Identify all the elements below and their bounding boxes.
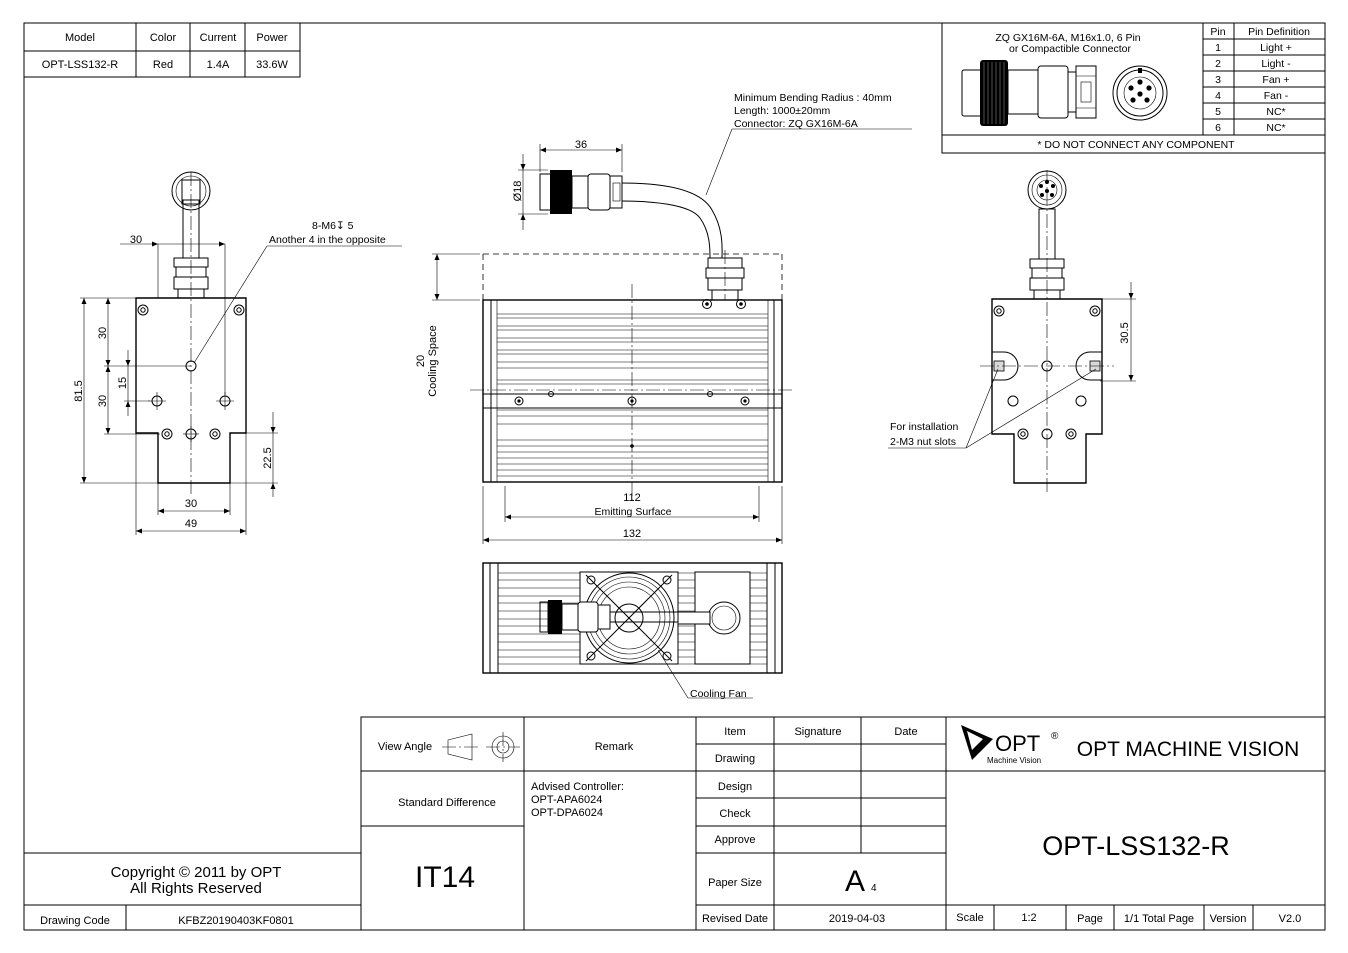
spec-value-color: Red <box>153 59 173 71</box>
dim-49: 49 <box>185 518 197 530</box>
scale-label: Scale <box>956 912 984 924</box>
connector-title-line1: ZQ GX16M-6A, M16x1.0, 6 Pin <box>995 32 1140 44</box>
title-block: Copyright © 2011 by OPT All Rights Reser… <box>24 716 1326 931</box>
drawing-code-label: Drawing Code <box>40 915 110 927</box>
dim-132: 132 <box>623 528 641 540</box>
drawing-code-value: KFBZ20190403KF0801 <box>178 915 294 927</box>
page-label: Page <box>1077 913 1103 925</box>
pin-definition: Fan + <box>1262 74 1289 86</box>
pin-number: 3 <box>1215 74 1221 86</box>
dim-81-5: 81.5 <box>73 380 85 401</box>
spec-header-model: Model <box>65 32 95 44</box>
advised-controller-2: OPT-DPA6024 <box>531 807 603 819</box>
pin-definition: NC* <box>1266 106 1285 118</box>
tolerance-grade: IT14 <box>415 861 475 894</box>
emitting-surface-label: Emitting Surface <box>594 506 671 518</box>
spec-value-model: OPT-LSS132-R <box>42 59 118 71</box>
opposite-note: Another 4 in the opposite <box>269 234 386 246</box>
spec-header-current: Current <box>200 32 237 44</box>
paper-size-letter: A <box>845 865 865 898</box>
pin-number: 5 <box>1215 106 1221 118</box>
connector-side-illustration <box>961 60 1097 126</box>
page-value: 1/1 Total Page <box>1124 913 1194 925</box>
pin-definition: NC* <box>1266 122 1285 134</box>
pin-number: 2 <box>1215 58 1221 70</box>
bottom-view: Cooling Fan <box>482 562 783 700</box>
date-header: Date <box>894 726 917 738</box>
pin-number: 6 <box>1215 122 1221 134</box>
drawing-row-label: Drawing <box>715 753 755 765</box>
install-note-line1: For installation <box>890 421 958 433</box>
paper-size-label: Paper Size <box>708 877 762 889</box>
spec-header-power: Power <box>256 32 288 44</box>
pin-number: 1 <box>1215 42 1221 54</box>
company-name: OPT MACHINE VISION <box>1077 738 1299 761</box>
front-view: 36 Ø18 20 Cooling Space <box>415 139 794 544</box>
pin-definition: Light - <box>1261 58 1291 70</box>
opt-logo: OPT ® Machine Vision <box>961 725 1059 765</box>
install-note-line2: 2-M3 nut slots <box>890 436 956 448</box>
dim-30-5: 30.5 <box>1119 322 1131 343</box>
spec-value-current: 1.4A <box>207 59 230 71</box>
cable-note: Minimum Bending Radius : 40mm Length: 10… <box>705 92 912 196</box>
right-side-view: 30.5 For installation 2-M3 nut slots <box>888 170 1136 495</box>
advised-controller-label: Advised Controller: <box>531 781 624 793</box>
cooling-space-value: 20 <box>415 355 427 367</box>
spec-header-color: Color <box>150 32 177 44</box>
advised-controller-1: OPT-APA6024 <box>531 794 602 806</box>
dim-30-bottom: 30 <box>185 498 197 510</box>
version-label: Version <box>1210 913 1247 925</box>
view-angle-label: View Angle <box>378 741 432 753</box>
dim-22-5: 22.5 <box>262 447 274 468</box>
scale-value: 1:2 <box>1021 912 1036 924</box>
sheet-border <box>23 22 1326 931</box>
revised-date-value: 2019-04-03 <box>829 913 885 925</box>
logo-subtitle: Machine Vision <box>987 756 1041 765</box>
remark-label: Remark <box>595 741 634 753</box>
paper-size-number: 4 <box>871 883 877 894</box>
design-row-label: Design <box>718 781 752 793</box>
approve-row-label: Approve <box>715 834 756 846</box>
dim-30-top: 30 <box>130 234 142 246</box>
dim-15: 15 <box>117 377 129 389</box>
pin-header: Pin <box>1210 26 1225 38</box>
logo-registered: ® <box>1051 731 1059 742</box>
signature-header: Signature <box>794 726 841 738</box>
dim-30-b: 30 <box>97 395 109 407</box>
cable-length: Length: 1000±20mm <box>734 105 830 117</box>
connector-box: ZQ GX16M-6A, M16x1.0, 6 Pin or Compactib… <box>941 22 1326 154</box>
connector-footnote: * DO NOT CONNECT ANY COMPONENT <box>1037 139 1235 151</box>
pin-definition-header: Pin Definition <box>1248 26 1310 38</box>
pin-definition: Fan - <box>1264 90 1289 102</box>
copyright-line1: Copyright © 2011 by OPT <box>111 864 282 881</box>
model-number: OPT-LSS132-R <box>1042 831 1230 861</box>
connector-title-line2: or Compactible Connector <box>1009 43 1131 55</box>
connector-face-illustration <box>1112 65 1168 121</box>
dim-phi-18: Ø18 <box>512 181 524 202</box>
check-row-label: Check <box>719 808 751 820</box>
spec-table: Model Color Current Power OPT-LSS132-R R… <box>23 22 301 78</box>
standard-difference-label: Standard Difference <box>398 797 496 809</box>
left-side-view: 30 8-M6↧ 5 Another 4 in the opposite 81.… <box>73 171 402 535</box>
version-value: V2.0 <box>1279 913 1302 925</box>
pin-number: 4 <box>1215 90 1221 102</box>
cable-bending-radius: Minimum Bending Radius : 40mm <box>734 92 892 104</box>
cable-connector: Connector: ZQ GX16M-6A <box>734 118 858 130</box>
dim-30-a: 30 <box>97 327 109 339</box>
dim-36: 36 <box>575 139 587 151</box>
cooling-space-label: Cooling Space <box>427 325 439 397</box>
spec-value-power: 33.6W <box>256 59 288 71</box>
cooling-fan-label: Cooling Fan <box>690 688 747 700</box>
projection-symbol-icon <box>442 732 520 762</box>
item-header: Item <box>724 726 745 738</box>
copyright-line2: All Rights Reserved <box>130 880 262 897</box>
pin-definition: Light + <box>1260 42 1292 54</box>
revised-date-label: Revised Date <box>702 913 768 925</box>
logo-text: OPT <box>995 731 1040 756</box>
dim-112: 112 <box>623 492 641 504</box>
thread-note: 8-M6↧ 5 <box>312 220 354 232</box>
